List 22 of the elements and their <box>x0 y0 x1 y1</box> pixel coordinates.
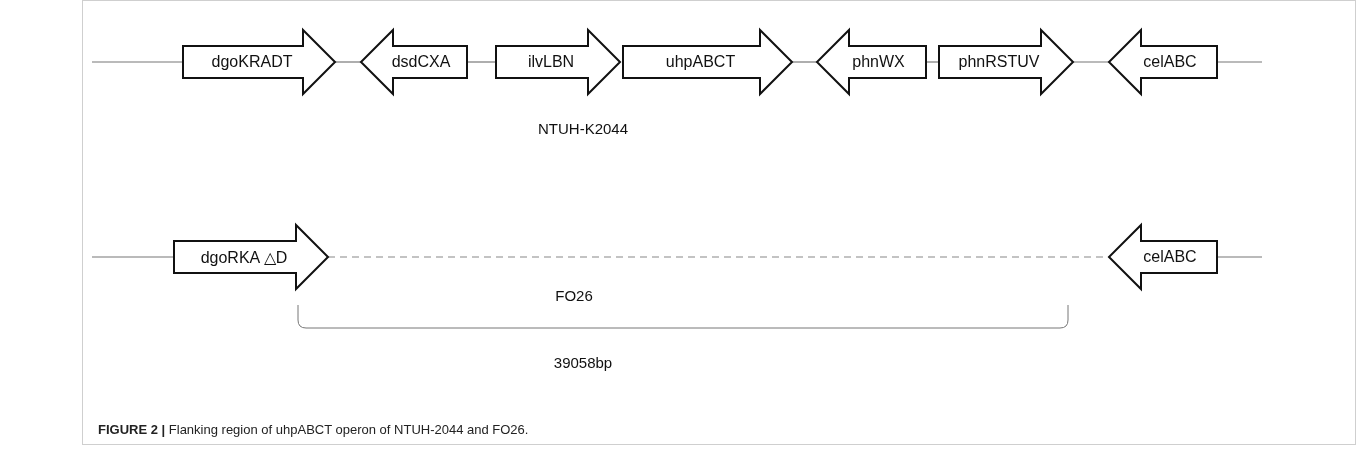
dna-line <box>791 61 818 63</box>
gene-label: celABC <box>1142 52 1198 72</box>
gene-label: ilvLBN <box>526 52 576 72</box>
gene-label: phnRSTUV <box>957 52 1041 72</box>
strain-label: NTUH-K2044 <box>538 120 628 137</box>
gene-label: celABC <box>1142 247 1198 267</box>
gene-label: dgoRKA △D <box>199 247 289 268</box>
dna-line <box>1072 61 1110 63</box>
length-label: 39058bp <box>553 354 613 371</box>
dna-line <box>1216 61 1263 63</box>
gene-label: uhpABCT <box>664 52 737 72</box>
dna-line <box>91 256 175 258</box>
figure-caption: FIGURE 2 | Flanking region of uhpABCT operon of NTUH-2044 and FO26. <box>98 422 529 437</box>
gene-label: dgoKRADT <box>210 52 294 72</box>
dna-line <box>334 61 362 63</box>
dna-line <box>1216 256 1263 258</box>
dna-line <box>91 61 184 63</box>
dna-line <box>466 61 497 63</box>
dna-line <box>925 61 940 63</box>
gene-label: dsdCXA <box>390 52 452 72</box>
strain-label: FO26 <box>555 287 593 304</box>
gene-label: phnWX <box>851 52 906 72</box>
